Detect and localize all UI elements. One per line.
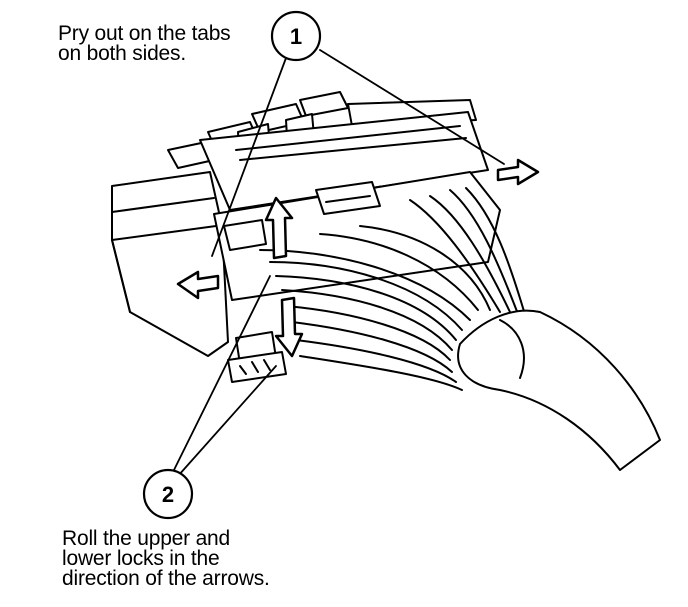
- callout-circle-1: [270, 10, 322, 62]
- motion-arrows: [176, 158, 540, 358]
- connector-housing: [111, 111, 501, 383]
- callout-number-1: 1: [290, 24, 302, 49]
- callout-circle-2: [142, 468, 194, 520]
- cable-sheath: [457, 309, 661, 471]
- callout-1-caption: Pry out on the tabs on both sides.: [58, 22, 231, 65]
- callout-2-caption: Roll the upper and lower locks in the di…: [62, 527, 270, 590]
- callout-leaders: [171, 49, 505, 477]
- callout-number-2: 2: [162, 482, 174, 507]
